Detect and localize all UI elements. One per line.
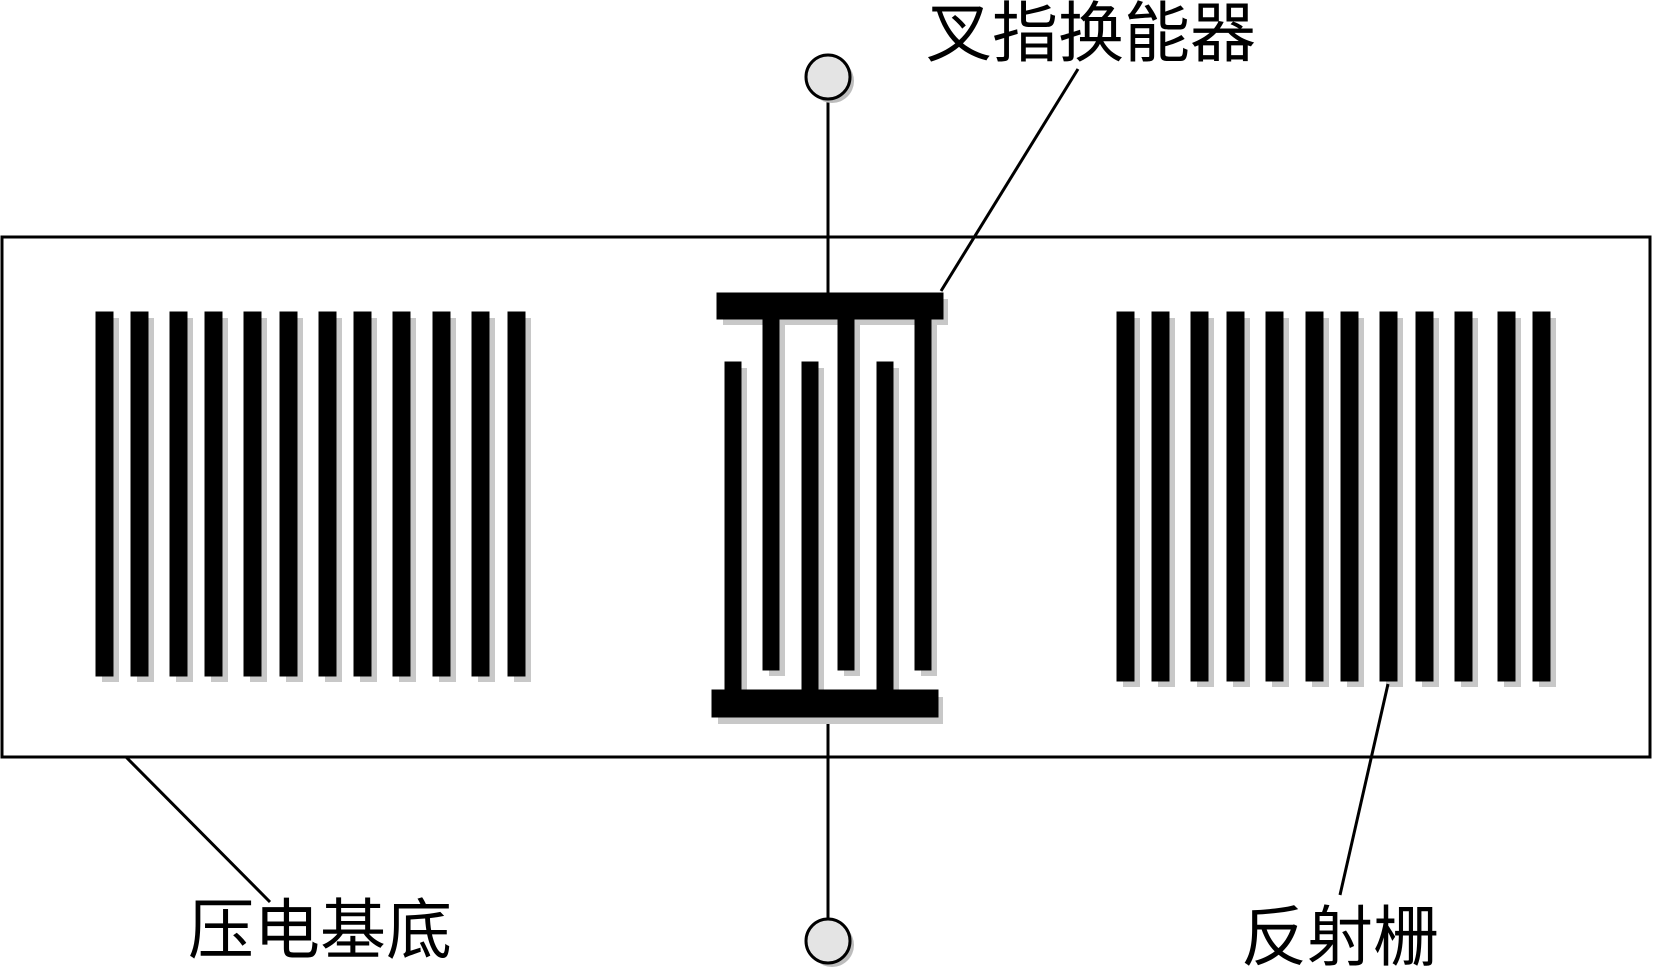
right-reflector-strip — [1532, 311, 1551, 682]
reflector-leader-line — [1338, 683, 1390, 896]
substrate-leader-line — [124, 755, 272, 904]
idt-finger — [724, 361, 742, 693]
left-reflector-strip — [243, 311, 262, 677]
left-reflector-strip — [318, 311, 337, 677]
right-reflector-strip — [1190, 311, 1209, 682]
right-reflector-strip — [1151, 311, 1170, 682]
left-reflector-strip — [204, 311, 223, 677]
idt-finger — [801, 361, 819, 693]
right-reflector-strip — [1116, 311, 1135, 682]
idt-finger — [762, 318, 780, 671]
left-reflector-strip — [95, 311, 114, 677]
idt-finger — [837, 318, 855, 671]
left-reflector-strip — [432, 311, 451, 677]
idt-finger — [914, 318, 932, 671]
left-reflector-strip — [471, 311, 490, 677]
left-reflector-strip — [392, 311, 411, 677]
right-reflector-strip — [1497, 311, 1516, 682]
left-reflector-grating — [95, 311, 531, 682]
substrate-label: 压电基底 — [188, 892, 452, 969]
left-reflector-strip — [169, 311, 188, 677]
idt-leader-line — [939, 68, 1080, 292]
idt-label: 叉指换能器 — [926, 0, 1256, 72]
right-reflector-strip — [1415, 311, 1434, 682]
right-reflector-strip — [1454, 311, 1473, 682]
right-reflector-strip — [1379, 311, 1398, 682]
idt-bottom-bus-bar — [711, 689, 939, 718]
right-reflector-strip — [1226, 311, 1245, 682]
right-reflector-grating — [1116, 311, 1556, 687]
top-terminal — [804, 53, 854, 103]
left-reflector-strip — [279, 311, 298, 677]
left-reflector-strip — [353, 311, 372, 677]
bottom-terminal — [804, 917, 854, 967]
reflector-label: 反射栅 — [1241, 899, 1439, 974]
idt-top-bus-bar — [716, 292, 944, 320]
right-reflector-strip — [1305, 311, 1324, 682]
left-reflector-strip — [507, 311, 526, 677]
idt-finger — [876, 361, 894, 693]
right-reflector-strip — [1340, 311, 1359, 682]
left-reflector-strip — [130, 311, 149, 677]
right-reflector-strip — [1265, 311, 1284, 682]
interdigital-transducer — [711, 292, 948, 724]
